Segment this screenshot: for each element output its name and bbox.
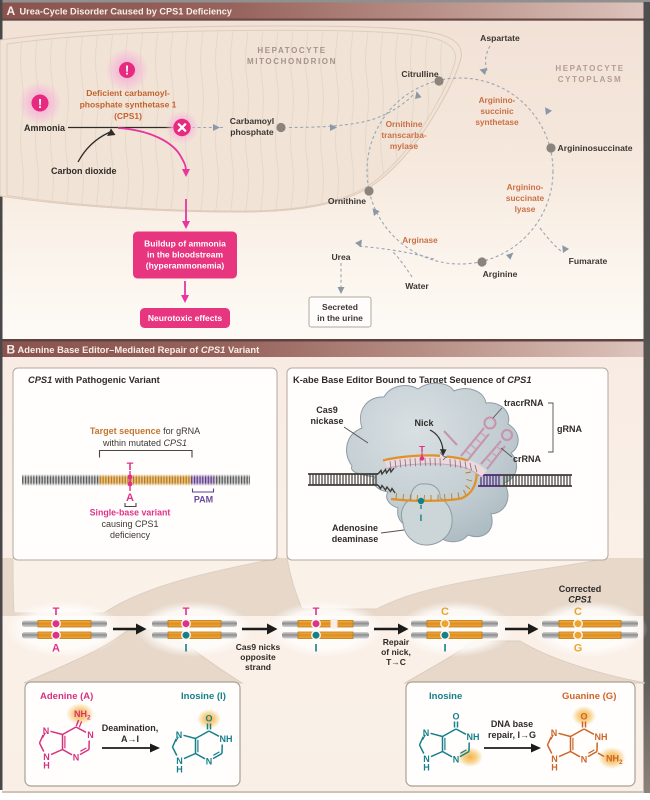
svg-text:MITOCHONDRION: MITOCHONDRION: [247, 57, 337, 66]
svg-text:Arginase: Arginase: [402, 235, 438, 245]
svg-text:T: T: [313, 606, 320, 618]
svg-text:Citrulline: Citrulline: [401, 69, 438, 79]
svg-text:Arginino-: Arginino-: [479, 95, 516, 105]
svg-text:G: G: [574, 643, 583, 655]
svg-text:in the urine: in the urine: [317, 313, 363, 323]
svg-text:within mutated CPS1: within mutated CPS1: [102, 438, 187, 448]
svg-text:I: I: [184, 643, 187, 655]
svg-text:I: I: [420, 513, 423, 524]
svg-text:Ornithine: Ornithine: [386, 119, 423, 129]
svg-text:Adenosine: Adenosine: [332, 523, 378, 533]
svg-text:Carbamoyl: Carbamoyl: [230, 116, 274, 126]
svg-text:Cas9 nicks: Cas9 nicks: [236, 642, 281, 652]
svg-text:Fumarate: Fumarate: [569, 256, 608, 266]
svg-text:gRNA: gRNA: [557, 424, 582, 434]
svg-text:Urea-Cycle Disorder Caused by: Urea-Cycle Disorder Caused by CPS1 Defic…: [20, 7, 233, 17]
svg-text:CYTOPLASM: CYTOPLASM: [558, 75, 622, 84]
svg-text:!: !: [38, 96, 42, 111]
svg-text:O: O: [205, 714, 212, 724]
svg-text:Carbon dioxide: Carbon dioxide: [51, 166, 117, 176]
svg-text:NH: NH: [220, 734, 233, 744]
svg-text:Inosine: Inosine: [429, 691, 462, 702]
svg-text:Nick: Nick: [414, 418, 434, 428]
svg-text:NH: NH: [595, 732, 608, 742]
svg-text:CPS1 with Pathogenic Variant: CPS1 with Pathogenic Variant: [28, 375, 160, 385]
svg-text:PAM: PAM: [194, 495, 213, 505]
svg-text:transcarba-: transcarba-: [381, 130, 426, 140]
svg-text:phosphate: phosphate: [230, 127, 274, 137]
svg-text:A: A: [7, 4, 16, 18]
svg-text:Aspartate: Aspartate: [480, 33, 520, 43]
svg-text:Cas9: Cas9: [316, 405, 338, 415]
svg-text:A: A: [126, 492, 134, 504]
svg-text:deficiency: deficiency: [110, 530, 151, 540]
svg-text:T: T: [419, 445, 425, 456]
svg-text:HEPATOCYTE: HEPATOCYTE: [555, 64, 624, 73]
svg-text:O: O: [452, 712, 459, 722]
svg-text:K-abe Base Editor Bound to Tar: K-abe Base Editor Bound to Target Sequen…: [293, 375, 532, 385]
svg-text:lyase: lyase: [515, 204, 536, 214]
svg-text:Inosine (I): Inosine (I): [181, 691, 226, 702]
svg-text:DNA base: DNA base: [491, 719, 533, 729]
svg-text:Single-base variant: Single-base variant: [90, 508, 171, 518]
svg-text:T: T: [127, 461, 134, 473]
svg-text:Secreted: Secreted: [322, 302, 358, 312]
svg-text:synthetase: synthetase: [475, 117, 519, 127]
svg-text:Water: Water: [405, 281, 429, 291]
svg-text:Ornithine: Ornithine: [328, 196, 366, 206]
svg-text:Deficient carbamoyl-: Deficient carbamoyl-: [86, 88, 170, 98]
svg-text:T→C: T→C: [386, 657, 406, 667]
svg-text:nickase: nickase: [310, 416, 343, 426]
svg-text:Repair: Repair: [383, 637, 410, 647]
svg-text:HEPATOCYTE: HEPATOCYTE: [257, 46, 326, 55]
svg-text:A→I: A→I: [121, 734, 139, 744]
svg-text:succinic: succinic: [480, 106, 514, 116]
svg-text:I: I: [314, 643, 317, 655]
svg-text:Argininosuccinate: Argininosuccinate: [558, 143, 633, 153]
svg-text:Adenine Base Editor–Mediated R: Adenine Base Editor–Mediated Repair of C…: [18, 344, 260, 355]
svg-text:C: C: [574, 606, 582, 618]
svg-text:strand: strand: [245, 662, 271, 672]
svg-text:crRNA: crRNA: [513, 454, 542, 464]
svg-text:causing CPS1: causing CPS1: [101, 519, 158, 529]
svg-text:(CPS1): (CPS1): [114, 111, 142, 121]
svg-text:!: !: [125, 63, 129, 78]
svg-text:succinate: succinate: [506, 193, 545, 203]
svg-text:I: I: [443, 643, 446, 655]
svg-text:O: O: [580, 712, 587, 722]
svg-text:T: T: [183, 606, 190, 618]
svg-text:tracrRNA: tracrRNA: [504, 398, 544, 408]
svg-text:2: 2: [87, 715, 91, 722]
svg-text:Buildup of ammonia: Buildup of ammonia: [144, 239, 226, 249]
svg-text:NH: NH: [74, 709, 87, 719]
svg-text:mylase: mylase: [390, 141, 419, 151]
svg-text:CPS1: CPS1: [568, 595, 592, 605]
svg-text:Urea: Urea: [331, 252, 350, 262]
svg-text:Guanine (G): Guanine (G): [562, 691, 616, 702]
svg-text:deaminase: deaminase: [332, 534, 379, 544]
svg-text:Ammonia: Ammonia: [24, 123, 66, 133]
svg-text:Corrected: Corrected: [559, 584, 602, 594]
svg-text:A: A: [52, 643, 60, 655]
svg-text:Arginine: Arginine: [483, 269, 518, 279]
svg-text:Adenine (A): Adenine (A): [40, 691, 93, 702]
svg-text:2: 2: [619, 759, 623, 766]
svg-text:N: N: [87, 730, 94, 740]
svg-text:T: T: [53, 606, 60, 618]
svg-text:(hyperammonemia): (hyperammonemia): [146, 261, 225, 271]
svg-text:phosphate synthetase 1: phosphate synthetase 1: [80, 100, 177, 110]
svg-text:C: C: [441, 606, 449, 618]
svg-text:of nick,: of nick,: [381, 647, 411, 657]
svg-text:B: B: [7, 343, 16, 357]
svg-text:in the bloodstream: in the bloodstream: [147, 250, 223, 260]
svg-text:opposite: opposite: [240, 652, 276, 662]
svg-text:Neurotoxic effects: Neurotoxic effects: [148, 313, 222, 323]
svg-text:repair, I→G: repair, I→G: [488, 730, 536, 740]
svg-text:Target sequence for gRNA: Target sequence for gRNA: [90, 426, 200, 436]
svg-text:Deamination,: Deamination,: [102, 723, 159, 733]
svg-text:Arginino-: Arginino-: [507, 182, 544, 192]
svg-text:NH: NH: [606, 754, 619, 764]
svg-text:NH: NH: [467, 732, 480, 742]
